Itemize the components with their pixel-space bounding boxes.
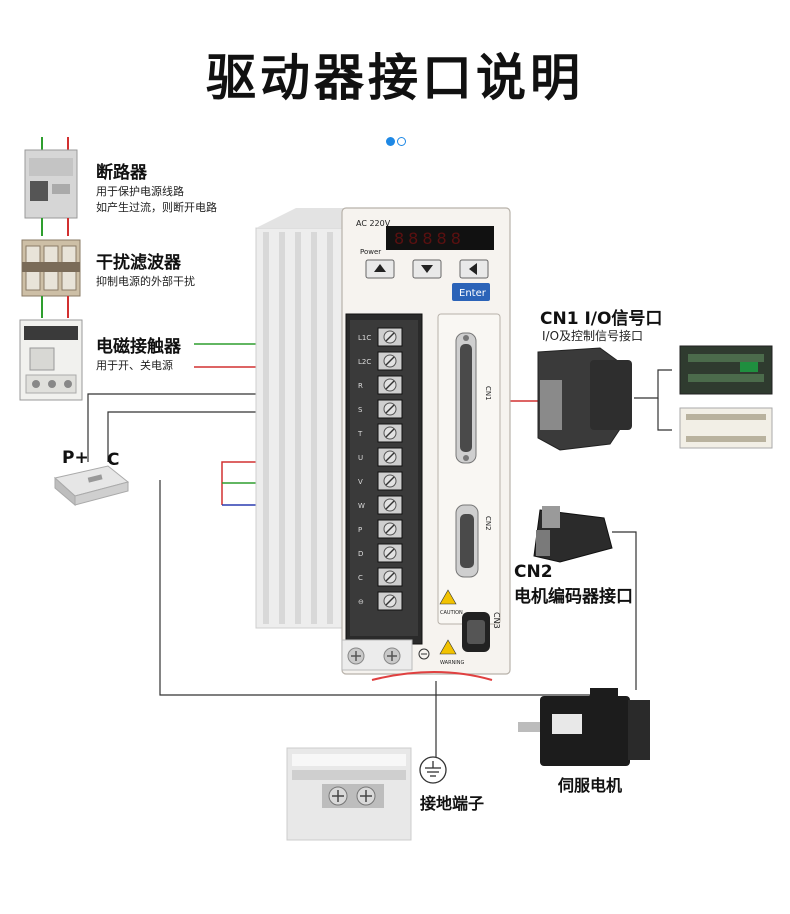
cn1-desc: I/O及控制信号接口 <box>542 329 644 343</box>
resistor-p-label: P+ <box>62 448 89 468</box>
filter-name: 干扰滤波器 <box>96 253 181 273</box>
breaker-name: 断路器 <box>96 163 147 183</box>
terminal-11: C <box>358 567 403 587</box>
cn2-desc: 电机编码器接口 <box>514 587 633 607</box>
breaker-desc-2: 如产生过流，则断开电路 <box>96 201 217 214</box>
cn1-port-label: CN1 <box>484 386 492 401</box>
cn2-port-label: CN2 <box>484 516 492 531</box>
carousel-dots <box>386 131 408 150</box>
terminal-10: D <box>358 543 403 563</box>
contactor-image <box>19 319 83 401</box>
filter-image <box>21 239 81 318</box>
contactor-desc: 用于开、关电源 <box>96 359 173 372</box>
terminal-label: S <box>358 406 363 414</box>
terminal-label: W <box>358 502 365 510</box>
led-display: 88888 <box>394 229 465 248</box>
terminal-5: T <box>357 423 403 443</box>
warning-label: WARNING <box>440 660 465 666</box>
ground-terminal-image <box>286 747 412 841</box>
filter-desc: 抑制电源的外部干扰 <box>96 275 195 288</box>
terminal-4: S <box>358 399 403 419</box>
cn3-port-label: CN3 <box>492 612 501 629</box>
ac-label: AC 220V <box>356 219 391 228</box>
page-title: 驱动器接口说明 <box>206 49 584 107</box>
terminal-label: ⊖ <box>358 598 364 606</box>
contactor-name: 电磁接触器 <box>96 337 181 357</box>
enter-button[interactable]: Enter <box>459 288 487 299</box>
servo-motor-image <box>518 688 650 766</box>
terminal-6: U <box>358 447 403 467</box>
carousel-dot-active[interactable] <box>386 137 395 146</box>
ground-symbol-icon <box>419 756 447 784</box>
cn2-connector-image <box>533 506 613 563</box>
terminal-label: V <box>358 478 363 486</box>
cn2-title: CN2 <box>514 562 553 582</box>
terminal-label: L2C <box>358 358 371 366</box>
terminal-label: U <box>358 454 363 462</box>
terminal-1: L1C <box>358 327 403 347</box>
plc-image-1 <box>679 345 773 395</box>
terminal-label: R <box>358 382 363 390</box>
power-label: Power <box>360 248 381 256</box>
motor-name: 伺服电机 <box>558 776 623 795</box>
ground-name: 接地端子 <box>420 794 485 813</box>
terminal-label: D <box>358 550 363 558</box>
cn1-title: CN1 I/O信号口 <box>540 309 663 329</box>
caution-label: CAUTION <box>440 610 463 616</box>
resistor-c-label: C <box>107 450 120 470</box>
terminal-label: C <box>358 574 363 582</box>
terminal-label: L1C <box>358 334 371 342</box>
plc-image-2 <box>679 407 773 449</box>
terminal-12: ⊖ <box>358 591 403 611</box>
terminal-9: P <box>358 519 403 539</box>
braking-resistor-image <box>53 465 130 507</box>
carousel-dot[interactable] <box>397 137 406 146</box>
terminal-8: W <box>358 495 403 515</box>
breaker-image <box>24 137 78 236</box>
cn1-connector-image <box>537 347 632 451</box>
terminal-label: P <box>358 526 362 534</box>
breaker-desc-1: 用于保护电源线路 <box>96 185 184 198</box>
terminal-block: L1C L2C R S T U V W P D C ⊖ <box>357 327 403 611</box>
terminal-3: R <box>358 375 403 395</box>
terminal-7: V <box>358 471 403 491</box>
terminal-label: T <box>357 430 363 438</box>
terminal-2: L2C <box>358 351 403 371</box>
